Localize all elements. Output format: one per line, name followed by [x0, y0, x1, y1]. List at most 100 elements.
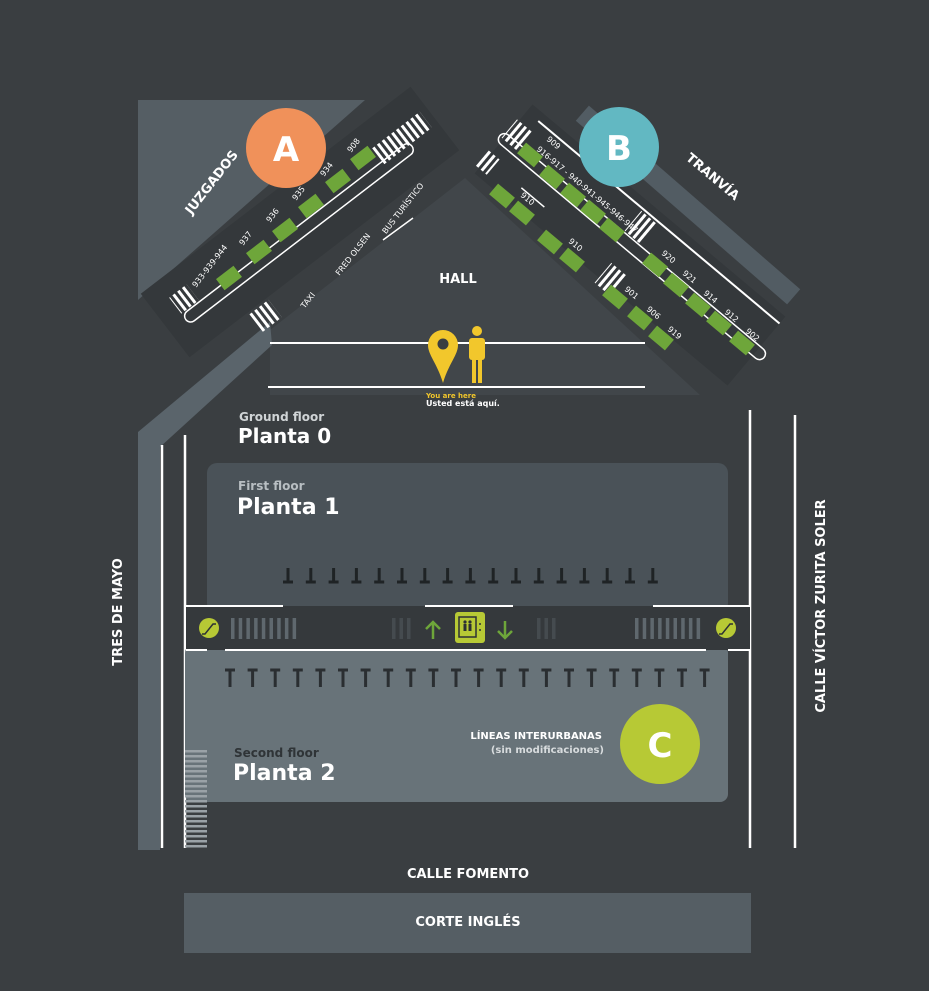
bay-b	[560, 182, 586, 208]
bay-marker	[338, 668, 348, 687]
bay-marker	[654, 668, 665, 687]
you-are-here-en: You are here	[425, 392, 476, 400]
bay-marker	[518, 668, 529, 687]
bay-b	[663, 272, 689, 298]
crosswalks	[169, 111, 657, 332]
corridor-bar	[246, 618, 250, 639]
arrow-down-icon	[497, 621, 513, 640]
corridor-markers	[231, 618, 701, 639]
elevator-icon[interactable]	[455, 612, 485, 643]
floor-2-title: Planta 2	[233, 761, 336, 786]
corridor-lines	[186, 605, 750, 651]
bay-marker	[556, 568, 567, 584]
bay-b	[729, 330, 755, 356]
bay-b	[517, 142, 543, 168]
escalator-icon[interactable]	[716, 618, 736, 638]
bay-marker	[305, 568, 316, 584]
floor-1-bays	[283, 568, 658, 584]
bay-b	[627, 305, 653, 331]
bay-marker	[247, 668, 258, 687]
floor-0-en: Ground floor	[239, 410, 324, 424]
bay-a	[325, 168, 351, 194]
corridor-bar	[399, 618, 403, 639]
floor-2-bays	[225, 668, 710, 687]
corridor-bar	[635, 618, 639, 639]
corridor-bar	[254, 618, 258, 639]
bay-marker	[488, 568, 499, 584]
bay-a	[216, 265, 242, 291]
corridor-bar	[238, 618, 243, 639]
corridor-bar	[552, 618, 556, 639]
zone-c-title: LÍNEAS INTERURBANAS	[470, 729, 602, 742]
corridor-bar	[665, 618, 670, 639]
floor-1-en: First floor	[238, 479, 305, 493]
bay-marker	[533, 568, 544, 584]
escalator-icon[interactable]	[199, 618, 219, 638]
corridor-bar	[231, 618, 235, 639]
bay-marker	[511, 568, 521, 584]
bay-b	[559, 247, 585, 273]
bay-marker	[383, 668, 394, 687]
bay-b	[580, 199, 606, 225]
bay-marker	[397, 568, 407, 584]
hall-area	[270, 178, 700, 395]
bay-a	[350, 145, 376, 171]
corridor-bar	[673, 618, 677, 639]
floor-1-title: Planta 1	[237, 495, 340, 520]
bay-marker	[442, 568, 453, 584]
bay-marker	[609, 668, 620, 687]
zone-a-badge	[246, 108, 326, 188]
zone-c-badge	[620, 704, 700, 784]
corridor-bar	[537, 618, 541, 639]
bay-marker	[579, 568, 590, 584]
map-pin-icon	[428, 330, 458, 383]
bay-a	[272, 217, 298, 243]
bay-b	[599, 217, 625, 243]
zone-c-subtitle: (sin modificaciones)	[491, 745, 604, 756]
zone-c-letter: C	[648, 726, 673, 766]
arrow-up-icon	[425, 620, 441, 639]
hall-label: HALL	[439, 272, 477, 287]
bay-marker	[647, 568, 658, 584]
corte-ingles-building	[184, 893, 751, 953]
corridor-bar	[277, 618, 281, 639]
corridor-bar	[392, 618, 396, 639]
corridor-bar	[658, 618, 662, 639]
corridor-bar	[650, 618, 654, 639]
bay-a	[298, 193, 324, 219]
zone-a-letter: A	[273, 130, 300, 170]
bay-marker	[374, 568, 385, 584]
street-tres-de-mayo: TRES DE MAYO	[111, 558, 126, 666]
zone-b-letter: B	[606, 129, 632, 169]
bay-marker	[465, 568, 476, 584]
bay-marker	[428, 668, 439, 687]
corridor-bar	[269, 618, 273, 639]
bay-marker	[315, 668, 326, 687]
bay-b	[537, 229, 563, 255]
road-tres-de-mayo	[138, 322, 272, 850]
bay-b	[685, 292, 711, 318]
bay-b	[706, 310, 732, 336]
bay-marker	[496, 668, 507, 687]
bay-b	[602, 284, 628, 310]
floor-0-title: Planta 0	[238, 424, 331, 448]
corridor-bar	[642, 618, 647, 639]
person-icon	[469, 326, 485, 383]
bay-marker	[283, 568, 293, 584]
bay-marker	[541, 668, 552, 687]
corridor-bar	[688, 618, 693, 639]
bay-marker	[405, 668, 416, 687]
bay-b	[509, 200, 535, 226]
corridor-bar	[284, 618, 289, 639]
bay-marker	[625, 568, 635, 584]
bay-marker	[631, 668, 642, 687]
corte-ingles-label: CORTE INGLÉS	[415, 914, 520, 930]
bay-marker	[328, 568, 339, 584]
bay-marker	[225, 668, 235, 687]
corridor-bar	[407, 618, 411, 639]
bay-a	[246, 239, 272, 265]
bay-marker	[602, 568, 613, 584]
bay-marker	[419, 568, 430, 584]
bay-marker	[586, 668, 597, 687]
